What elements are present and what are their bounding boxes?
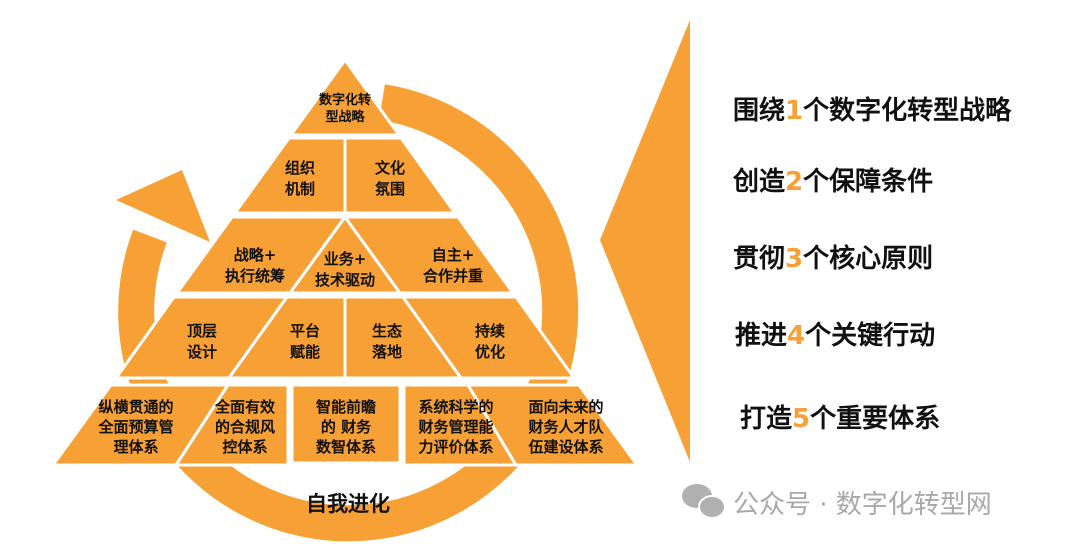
label: 赋能 (290, 343, 320, 361)
label: 理体系 (113, 438, 158, 456)
label: 氛围 (375, 180, 405, 198)
label: 落地 (372, 343, 402, 361)
label: 财务管理能 (418, 418, 493, 436)
label: 数智体系 (316, 438, 376, 456)
label: 文化 (375, 159, 405, 177)
label: 持续 (475, 322, 505, 340)
label: 控体系 (222, 438, 267, 456)
cell-culture (343, 136, 458, 215)
pyramid-labels: 数字化转 型战略 组织 机制 文化 氛围 战略+ 执行统筹 业务+ 技术驱动 自… (97, 92, 604, 516)
label: 顶层 (187, 322, 217, 340)
label: 财务人才队 (528, 418, 604, 436)
cell-talent (465, 383, 640, 467)
label: 全面预算管 (97, 418, 173, 436)
pyramid-top (288, 57, 402, 137)
label: 技术驱动 (315, 271, 375, 289)
cell-autonomy (342, 215, 516, 295)
label: 优化 (475, 343, 505, 361)
label: 战略+ (234, 246, 277, 264)
statement-2: 创造2个保障条件 (732, 166, 933, 197)
statements: 围绕1个数字化转型战略 创造2个保障条件 贯彻3个核心原则 推进4个关键行动 打… (732, 95, 1012, 434)
pyramid (50, 57, 640, 467)
label: 业务+ (324, 250, 367, 268)
label: 系统科学的 (418, 398, 493, 416)
statement-1: 围绕1个数字化转型战略 (733, 95, 1012, 126)
label: 力评价体系 (418, 438, 493, 456)
label: 纵横贯通的 (98, 398, 173, 416)
watermark: 公众号 · 数字化转型网 (682, 484, 992, 520)
watermark-text: 公众号 · 数字化转型网 (733, 490, 992, 520)
label: 平台 (290, 322, 320, 340)
wechat-icon (682, 484, 726, 519)
label: 面向未来的 (528, 398, 603, 416)
cycle-arrowhead-icon (116, 170, 210, 242)
label: 的 财务 (321, 418, 372, 436)
cell-continuous (400, 295, 577, 380)
cycle-label: 自我进化 (306, 492, 390, 516)
label-top-1: 数字化转 (319, 92, 371, 108)
label: 伍建设体系 (527, 438, 603, 456)
label: 生态 (372, 322, 402, 340)
cell-compliance (173, 383, 290, 467)
label: 执行统筹 (225, 267, 285, 285)
label: 智能前瞻 (316, 398, 376, 416)
label-top-2: 型战略 (325, 109, 365, 125)
label: 设计 (187, 343, 217, 361)
cell-smart (290, 383, 402, 465)
label: 自主+ (432, 246, 475, 264)
statement-5: 打造5个重要体系 (740, 404, 940, 434)
label: 机制 (285, 180, 315, 198)
statement-4: 推进4个关键行动 (735, 320, 935, 351)
label: 合作并重 (422, 267, 483, 285)
right-wedge (600, 20, 690, 462)
statement-3: 贯彻3个核心原则 (733, 243, 933, 274)
label: 组织 (285, 159, 315, 177)
label: 全面有效 (214, 398, 276, 416)
label: 的合规风 (215, 418, 275, 436)
